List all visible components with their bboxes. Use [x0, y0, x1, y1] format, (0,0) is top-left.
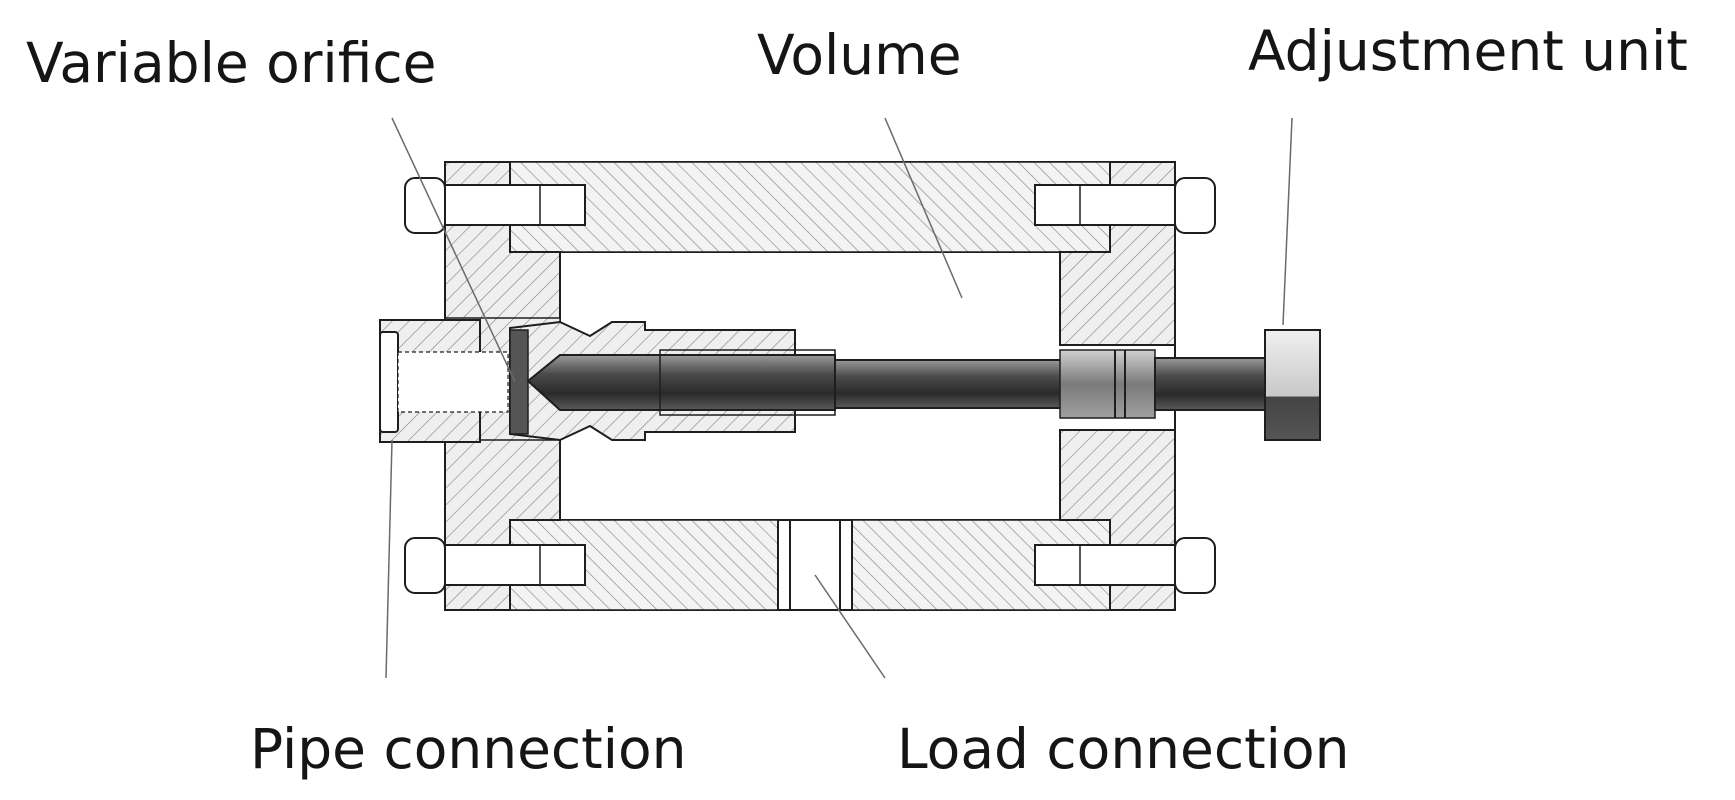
leader-adjustment-unit	[1282, 117, 1293, 326]
bolt-bottom-left	[404, 537, 586, 594]
variable-orifice-element	[509, 329, 529, 435]
bolt-bottom-right	[1034, 537, 1216, 594]
bolt-top-left	[404, 177, 586, 234]
leader-lines	[385, 117, 1293, 679]
right-end-cap	[1059, 161, 1176, 611]
needle-rod	[526, 349, 1266, 419]
leader-pipe-connection	[385, 439, 393, 679]
pipe-connection-fitting	[379, 319, 509, 443]
label-load-connection: Load connection	[897, 717, 1349, 781]
label-volume: Volume	[757, 23, 962, 87]
bolt-top-right	[1034, 177, 1216, 234]
label-pipe-connection: Pipe connection	[250, 717, 687, 781]
label-variable-orifice: Variable orifice	[26, 31, 436, 95]
leader-volume	[884, 117, 963, 299]
label-adjustment-unit: Adjustment unit	[1248, 19, 1688, 83]
adjustment-nut	[1264, 329, 1321, 441]
leader-variable-orifice	[391, 117, 516, 383]
leader-load-connection	[814, 574, 886, 679]
